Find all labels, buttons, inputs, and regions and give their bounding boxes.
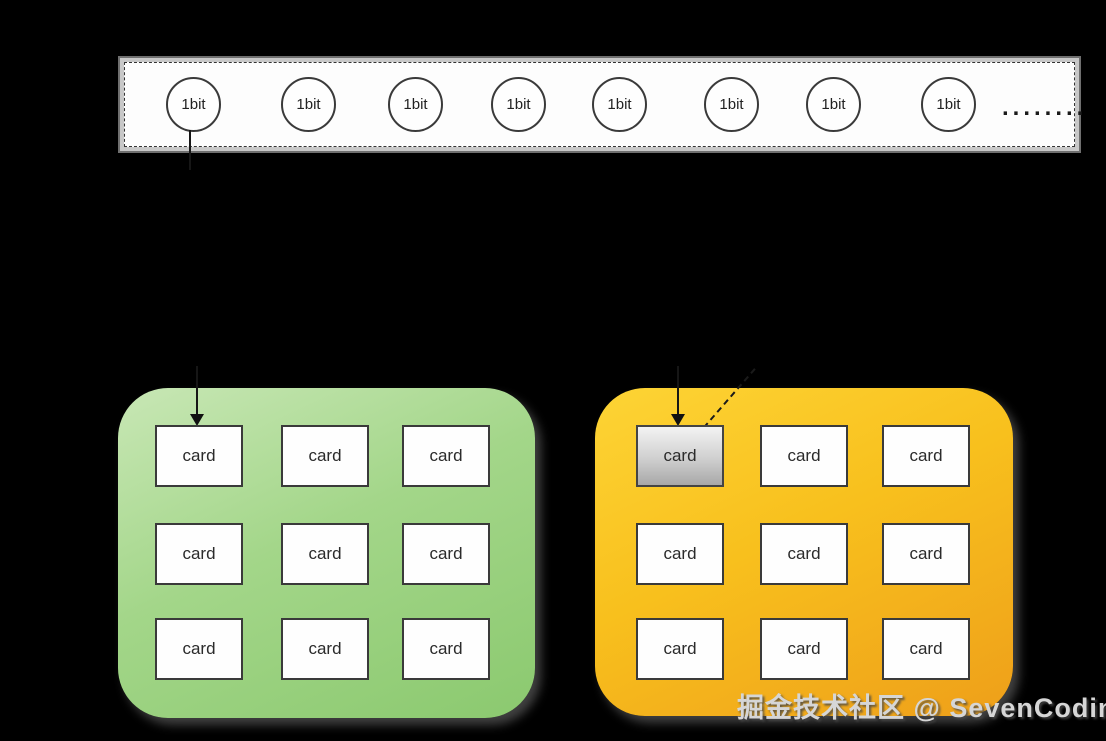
card: card xyxy=(155,523,243,585)
card: card xyxy=(155,425,243,487)
bit-circle: 1bit xyxy=(166,77,221,132)
bit-circle: 1bit xyxy=(592,77,647,132)
ellipsis-dots: ........ xyxy=(1002,94,1088,121)
bit-circle: 1bit xyxy=(704,77,759,132)
card: card xyxy=(281,425,369,487)
card: card xyxy=(402,618,490,680)
card: card xyxy=(402,425,490,487)
card: card xyxy=(636,618,724,680)
card: card xyxy=(636,523,724,585)
card: card xyxy=(155,618,243,680)
card: card xyxy=(760,618,848,680)
bit-circle: 1bit xyxy=(806,77,861,132)
bit-circle: 1bit xyxy=(281,77,336,132)
highlighted-card: card xyxy=(636,425,724,487)
bit-circle: 1bit xyxy=(388,77,443,132)
card: card xyxy=(882,425,970,487)
card: card xyxy=(882,523,970,585)
card: card xyxy=(281,523,369,585)
card: card xyxy=(760,425,848,487)
card: card xyxy=(760,523,848,585)
orange-arrow-head xyxy=(671,414,685,426)
orange-arrow-line xyxy=(677,366,679,416)
bit-pointer-line xyxy=(189,130,191,170)
card: card xyxy=(882,618,970,680)
card: card xyxy=(281,618,369,680)
bit-array-strip: 1bit 1bit 1bit 1bit 1bit 1bit 1bit 1bit … xyxy=(118,56,1083,153)
bit-circle: 1bit xyxy=(921,77,976,132)
green-arrow-head xyxy=(190,414,204,426)
card: card xyxy=(402,523,490,585)
green-arrow-line xyxy=(196,366,198,416)
bit-circle: 1bit xyxy=(491,77,546,132)
watermark: 掘金技术社区 @ SevenCoding xyxy=(737,693,1106,723)
